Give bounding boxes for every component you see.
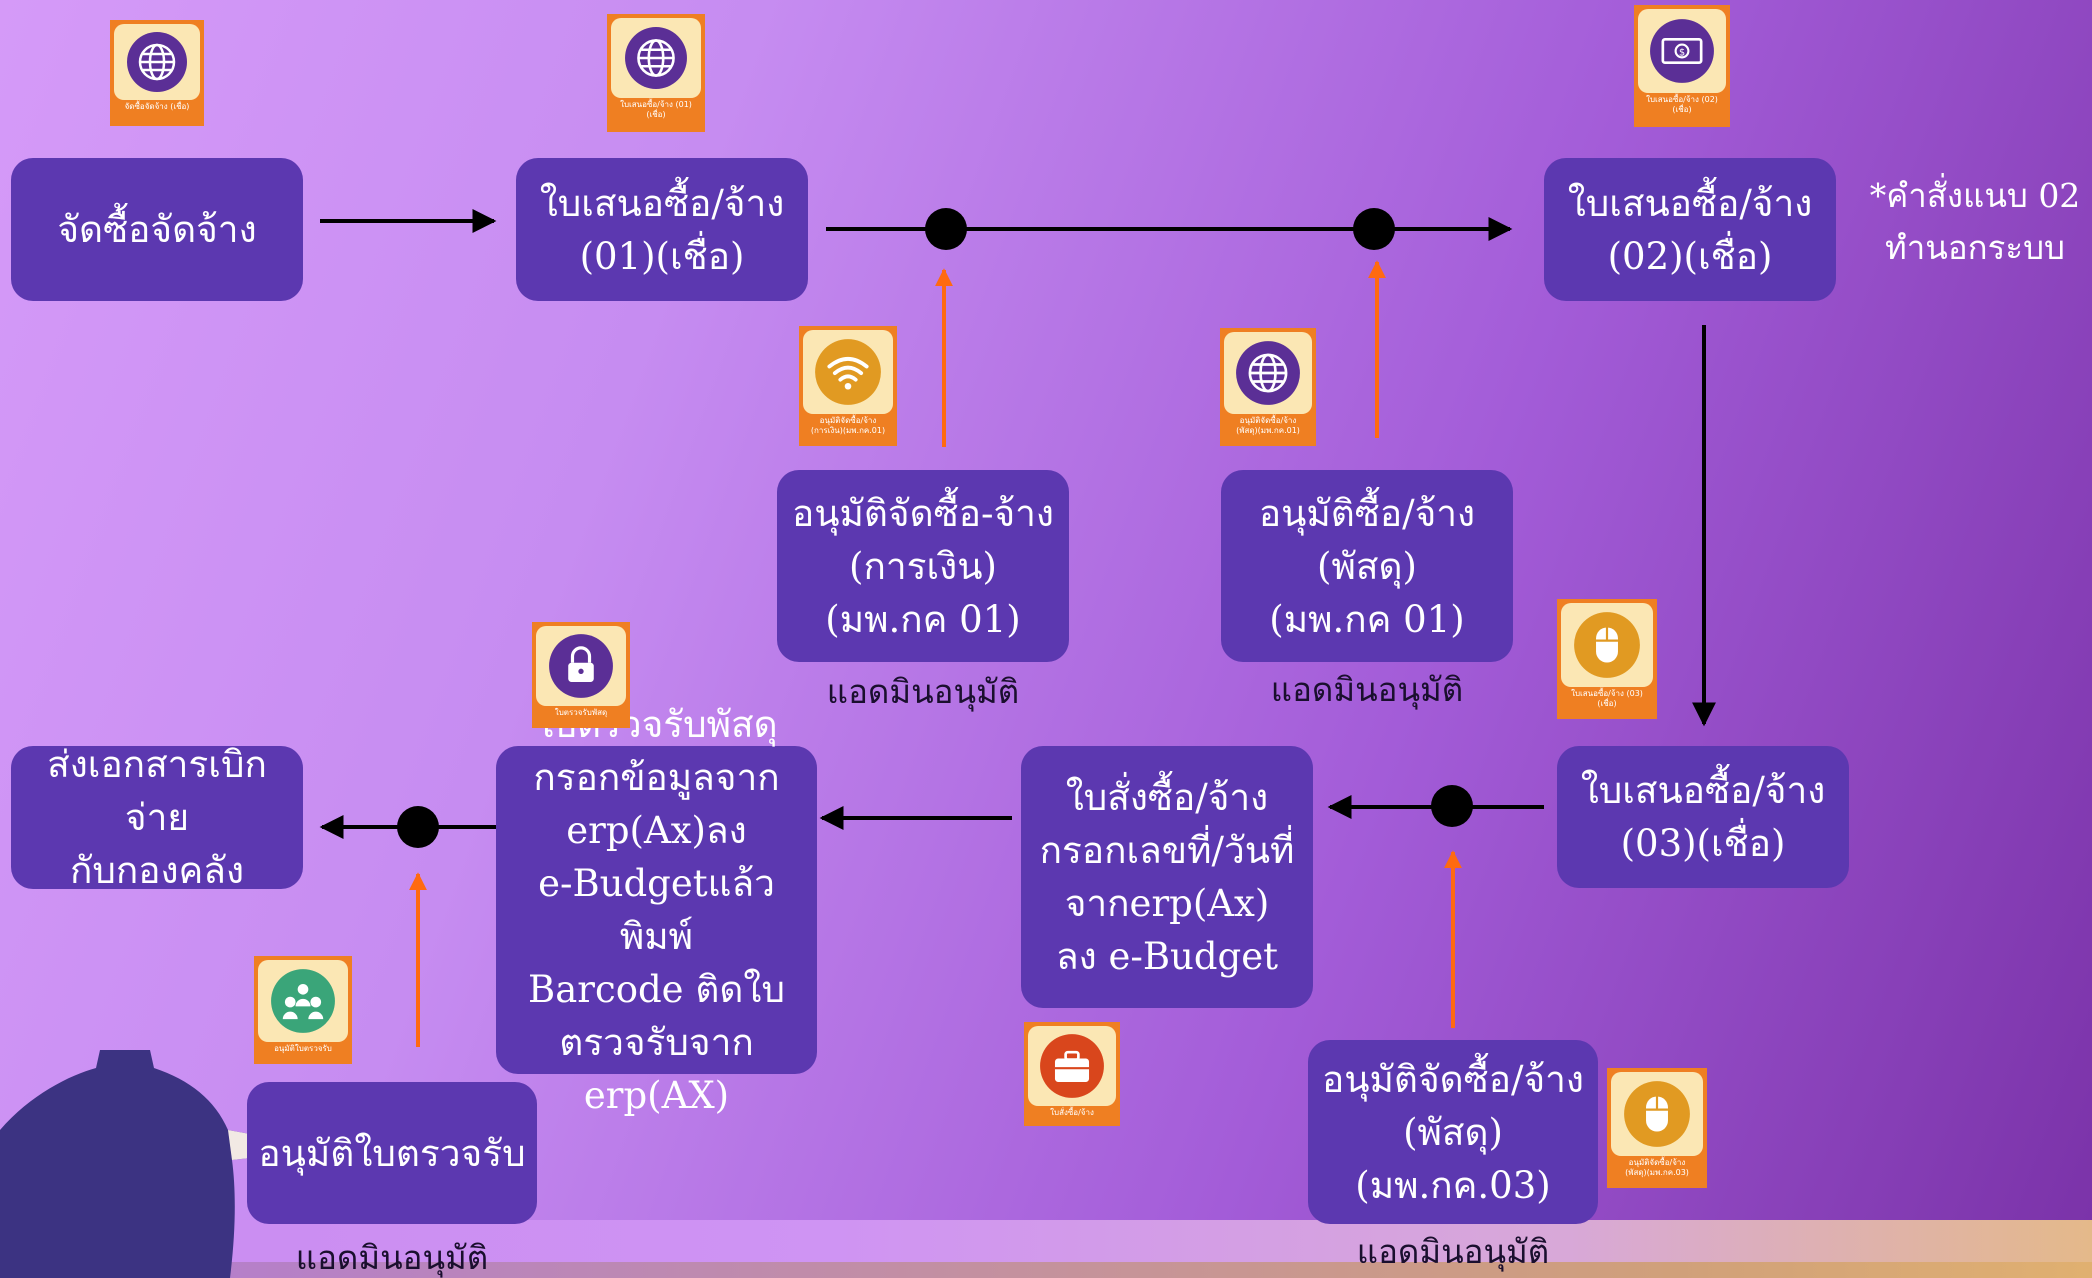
caption-admin-approve-supplies-01: แอดมินอนุมัติ	[1270, 670, 1464, 709]
app-tile-label: อนุมัติจัดซื้อ/จ้าง (พัสดุ)(มพ.กค.01)	[1236, 416, 1300, 435]
box-send-documents[interactable]: ส่งเอกสารเบิกจ่าย กับกองคลัง	[11, 743, 303, 892]
app-tile-label: อนุมัติจัดซื้อ/จ้าง (การเงิน)(มพ.กค.01)	[810, 416, 886, 435]
mouse-icon	[1574, 612, 1640, 678]
svg-text:$: $	[1679, 47, 1685, 58]
app-tile-label: ใบตรวจรับพัสดุ	[554, 708, 608, 717]
box-approve-supplies-03[interactable]: อนุมัติจัดซื้อ/จ้าง (พัสดุ) (มพ.กค.03)	[1308, 1040, 1598, 1224]
box-proposal-02[interactable]: ใบเสนอซื้อ/จ้าง (02)(เชื่อ)	[1544, 158, 1836, 301]
caption-admin-approve-supplies-03: แอดมินอนุมัติ	[1356, 1232, 1550, 1271]
app-tile-approve-supplies-03[interactable]: อนุมัติจัดซื้อ/จ้าง (พัสดุ)(มพ.กค.03)	[1607, 1068, 1707, 1188]
box-inspection[interactable]: ใบตรวจรับพัสดุ กรอกข้อมูลจาก erp(Ax)ลง e…	[496, 703, 817, 1117]
team-icon	[271, 969, 335, 1033]
box-proposal-01[interactable]: ใบเสนอซื้อ/จ้าง (01)(เชื่อ)	[516, 158, 808, 301]
box-approve-inspection[interactable]: อนุมัติใบตรวจรับ	[247, 1082, 537, 1224]
app-tile-label: ใบเสนอซื้อ/จ้าง (03) (เชื่อ)	[1571, 689, 1643, 708]
briefcase-icon	[1040, 1034, 1104, 1098]
app-tile-proposal-01[interactable]: ใบเสนอซื้อ/จ้าง (01) (เชื่อ)	[607, 14, 705, 132]
app-tile-proposal-02[interactable]: $ ใบเสนอซื้อ/จ้าง (02) (เชื่อ)	[1634, 5, 1730, 127]
app-tile-purchase-order[interactable]: ใบสั่งซื้อ/จ้าง	[1024, 1022, 1120, 1126]
app-tile-label: ใบสั่งซื้อ/จ้าง	[1050, 1108, 1094, 1117]
note-external-order: *คำสั่งแนบ 02 ทำนอกระบบ	[1869, 176, 2081, 267]
junction-sup03	[1431, 785, 1473, 827]
box-purchase-order[interactable]: ใบสั่งซื้อ/จ้าง กรอกเลขที่/วันที่ จากerp…	[1021, 746, 1313, 1008]
app-tile-label: ใบเสนอซื้อ/จ้าง (02) (เชื่อ)	[1646, 95, 1718, 114]
junction-fin	[925, 208, 967, 250]
app-tile-label: ใบเสนอซื้อ/จ้าง (01) (เชื่อ)	[620, 100, 692, 119]
app-tile-approve-supplies-01[interactable]: อนุมัติจัดซื้อ/จ้าง (พัสดุ)(มพ.กค.01)	[1220, 328, 1316, 446]
bottom-strip	[0, 1262, 2092, 1278]
caption-admin-approve-finance: แอดมินอนุมัติ	[826, 672, 1020, 711]
app-tile-label: จัดซื้อจัดจ้าง (เชื่อ)	[124, 102, 190, 111]
box-procure[interactable]: จัดซื้อจัดจ้าง	[11, 158, 303, 301]
app-tile-inspection[interactable]: ใบตรวจรับพัสดุ	[532, 622, 630, 728]
money-icon: $	[1650, 19, 1714, 83]
app-tile-label: อนุมัติใบตรวจรับ	[274, 1044, 332, 1053]
globe-icon	[1236, 341, 1300, 405]
app-tile-procure[interactable]: จัดซื้อจัดจ้าง (เชื่อ)	[110, 20, 204, 126]
app-tile-approve-inspection[interactable]: อนุมัติใบตรวจรับ	[254, 956, 352, 1064]
globe-icon	[625, 27, 687, 89]
app-tile-approve-finance[interactable]: อนุมัติจัดซื้อ/จ้าง (การเงิน)(มพ.กค.01)	[799, 326, 897, 446]
junction-inspect	[397, 806, 439, 848]
box-approve-finance[interactable]: อนุมัติจัดซื้อ-จ้าง (การเงิน) (มพ.กค 01)	[777, 470, 1069, 662]
app-tile-label: อนุมัติจัดซื้อ/จ้าง (พัสดุ)(มพ.กค.03)	[1625, 1158, 1689, 1177]
box-approve-supplies-01[interactable]: อนุมัติซื้อ/จ้าง (พัสดุ) (มพ.กค 01)	[1221, 470, 1513, 662]
globe-icon	[127, 32, 187, 92]
caption-admin-approve-inspection: แอดมินอนุมัติ	[295, 1238, 489, 1277]
lock-icon	[549, 634, 613, 698]
mouse-icon	[1624, 1081, 1690, 1147]
app-tile-proposal-03[interactable]: ใบเสนอซื้อ/จ้าง (03) (เชื่อ)	[1557, 599, 1657, 719]
stupa-silhouette	[0, 1050, 250, 1278]
junction-sup01	[1353, 208, 1395, 250]
wifi-icon	[815, 339, 881, 405]
box-proposal-03[interactable]: ใบเสนอซื้อ/จ้าง (03)(เชื่อ)	[1557, 746, 1849, 888]
